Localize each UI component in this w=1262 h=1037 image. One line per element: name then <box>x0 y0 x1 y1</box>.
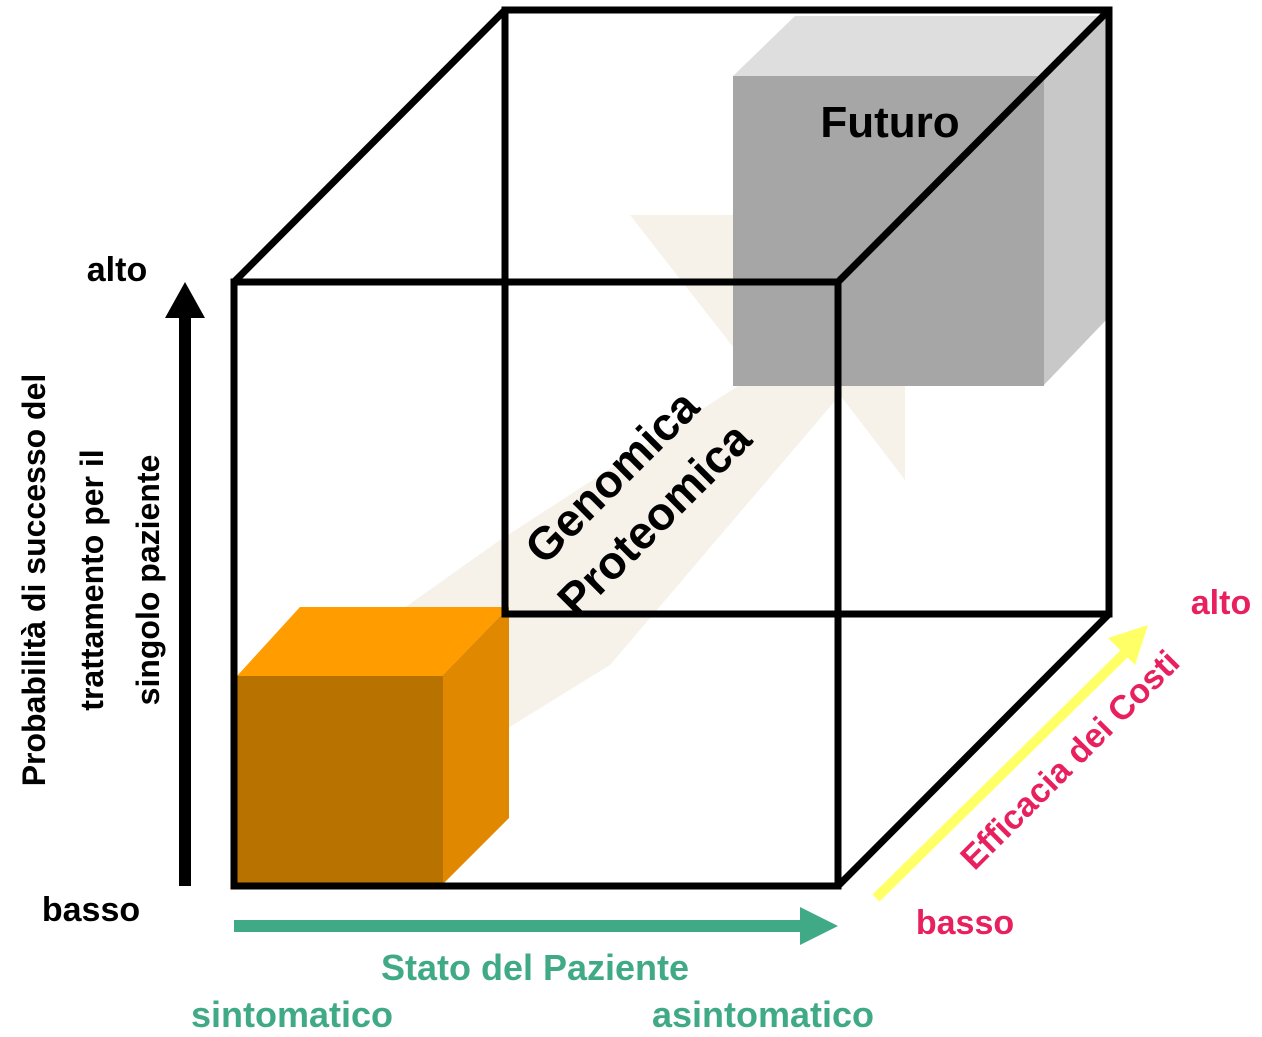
cube-edge-bottom-right <box>835 611 1112 889</box>
future-block-side <box>1043 16 1108 386</box>
horizontal-axis: Stato del Paziente sintomatico asintomat… <box>191 907 874 1035</box>
cube-edge-top-right <box>835 7 1112 285</box>
vertical-axis-title-line-2: trattamento per il <box>74 449 110 710</box>
vertical-axis: alto basso Probabilità di successo del t… <box>16 251 205 929</box>
cube-edge-top-left <box>231 7 508 285</box>
cube-wireframe <box>230 6 1113 890</box>
vertical-axis-title-line-3: singolo paziente <box>130 455 166 706</box>
horizontal-axis-shaft <box>234 920 804 932</box>
depth-axis-low-label: basso <box>916 904 1014 942</box>
present-block-top <box>237 607 509 676</box>
vertical-axis-high-label: alto <box>87 251 147 289</box>
future-block-top <box>733 16 1108 76</box>
horizontal-axis-arrowhead <box>800 907 838 945</box>
vertical-axis-title-line-1: Probabilità di successo del <box>16 374 52 787</box>
vertical-axis-title: Probabilità di successo del trattamento … <box>16 374 166 787</box>
depth-axis-arrowhead <box>1108 625 1148 665</box>
vertical-axis-arrowhead <box>165 282 205 318</box>
depth-axis: Efficacia dei Costi alto basso <box>872 584 1251 942</box>
depth-axis-high-label: alto <box>1191 584 1251 622</box>
present-block <box>237 607 509 886</box>
depth-axis-shaft <box>872 646 1132 902</box>
vertical-axis-shaft <box>179 312 191 886</box>
cube-back-face <box>501 6 1113 618</box>
horizontal-axis-right-label: asintomatico <box>652 994 874 1032</box>
horizontal-axis-left-label: sintomatico <box>191 994 393 1032</box>
depth-axis-title: Efficacia dei Costi <box>953 643 1187 877</box>
cube-front-face <box>230 278 842 890</box>
vertical-axis-low-label: basso <box>42 891 140 929</box>
horizontal-axis-title: Stato del Paziente <box>381 947 689 988</box>
present-block-side <box>442 607 509 885</box>
present-block-front <box>237 676 443 886</box>
future-block-label: Futuro <box>820 98 959 147</box>
